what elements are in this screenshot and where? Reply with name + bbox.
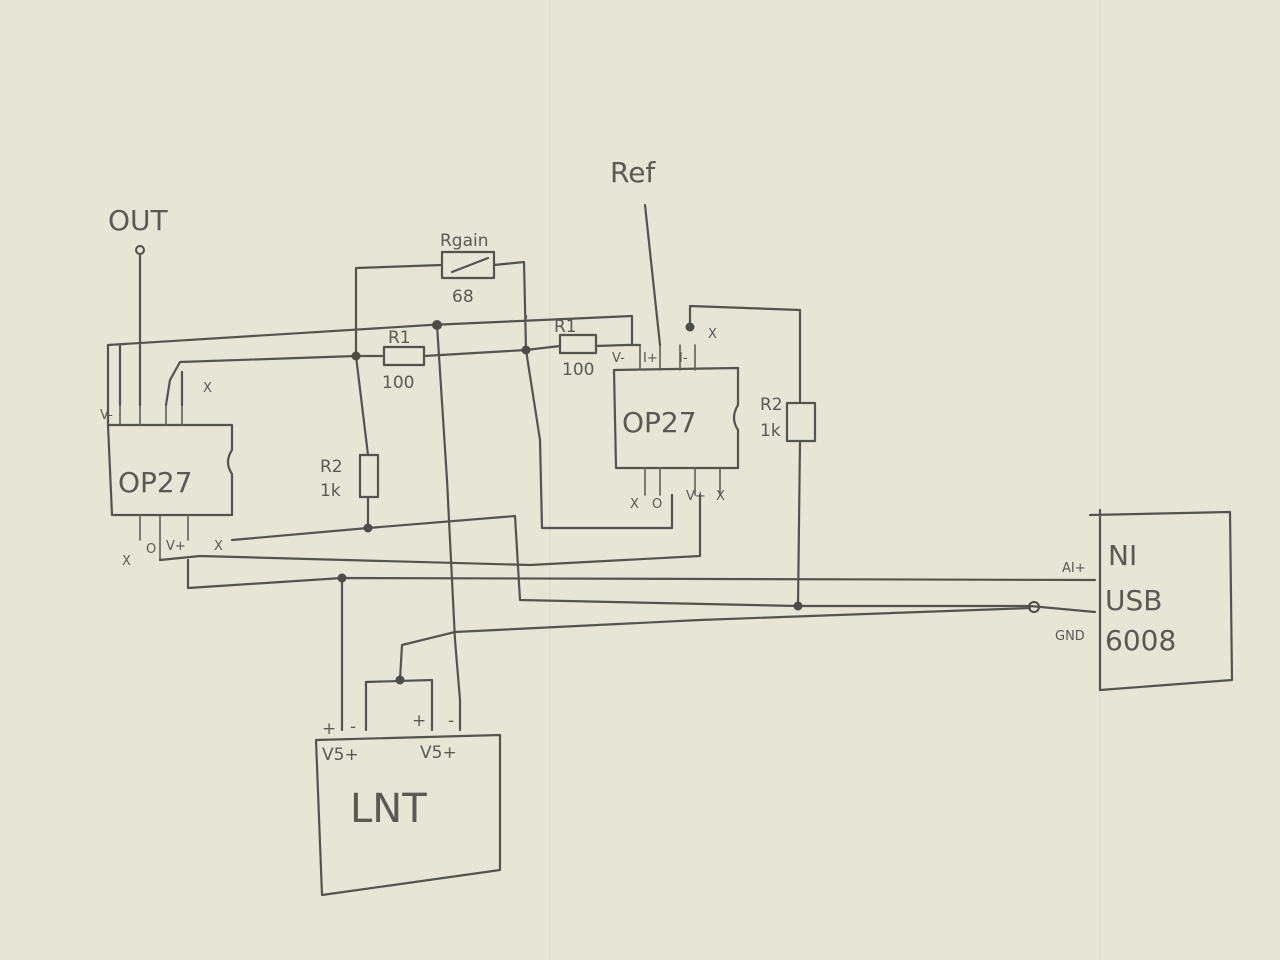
- rgain-label: Rgain: [440, 231, 489, 251]
- pin-in-minus: I-: [679, 351, 688, 366]
- ref-terminal: Ref: [610, 156, 662, 347]
- pin-out-left: O: [146, 542, 156, 557]
- lnt-plus-left: +: [322, 719, 336, 739]
- out-label: OUT: [108, 204, 169, 237]
- resistor-rgain: Rgain 68: [440, 231, 496, 307]
- r2-right-value: 1k: [760, 421, 781, 441]
- pin-nc-right-bottom-2: X: [716, 489, 725, 504]
- resistor-r1-right: R1 100: [554, 317, 598, 380]
- r2-left-value: 1k: [320, 481, 341, 501]
- pin-vminus-left: V-: [100, 408, 113, 423]
- pin-nc-left-top: X: [203, 381, 212, 396]
- resistor-r1-left: R1 100: [382, 328, 426, 393]
- lnt-minus-left: -: [350, 717, 356, 737]
- pin-vplus-left: V+: [166, 539, 186, 554]
- opamp-left-label: OP27: [118, 466, 193, 499]
- r1-left-label: R1: [388, 328, 411, 348]
- lnt-plus-right: +: [412, 711, 426, 731]
- pin-nc-left-bottom: X: [122, 554, 131, 569]
- wires: [106, 260, 1097, 732]
- ref-label: Ref: [610, 156, 656, 189]
- r2-left-label: R2: [320, 457, 343, 477]
- pin-nc-right-bottom: X: [630, 497, 639, 512]
- lnt-v5-right: V5+: [420, 743, 457, 763]
- r1-left-value: 100: [382, 373, 414, 393]
- ai-pin-label: AI+: [1062, 561, 1086, 576]
- resistor-r2-right: R2 1k: [760, 395, 817, 443]
- opamp-right-label: OP27: [622, 406, 697, 439]
- resistor-r2-left: R2 1k: [320, 453, 380, 501]
- pin-vminus-right: V-: [612, 351, 625, 366]
- junctions: [337, 320, 1040, 685]
- pin-in-plus: I+: [643, 351, 658, 366]
- pin-out-right: O: [652, 497, 662, 512]
- usb-line-2: USB: [1105, 584, 1162, 617]
- paper-lines: [549, 0, 1101, 960]
- r1-right-value: 100: [562, 360, 594, 380]
- output-terminal: OUT: [108, 204, 169, 407]
- lnt-label: LNT: [350, 786, 427, 832]
- rgain-value: 68: [452, 287, 474, 307]
- r1-right-label: R1: [554, 317, 577, 337]
- pin-nc-left-bottom-2: X: [214, 539, 223, 554]
- lnt-v5-left: V5+: [322, 745, 359, 765]
- r2-right-label: R2: [760, 395, 783, 415]
- opamp-left: OP27 V- X X O V+ X: [100, 381, 234, 569]
- lnt-minus-right: -: [448, 711, 454, 731]
- usb-line-3: 6008: [1105, 624, 1176, 657]
- gnd-pin-label: GND: [1055, 629, 1085, 644]
- opamp-right: OP27 V- I+ I- X X O V+ X: [612, 327, 740, 512]
- usb-daq-module: NI USB 6008 AI+ GND: [1055, 508, 1234, 692]
- pin-vplus-right: V+: [686, 489, 706, 504]
- lnt-module: LNT V5+ V5+ + - + -: [314, 711, 502, 897]
- usb-line-1: NI: [1108, 539, 1137, 572]
- pin-nc-right-top: X: [708, 327, 717, 342]
